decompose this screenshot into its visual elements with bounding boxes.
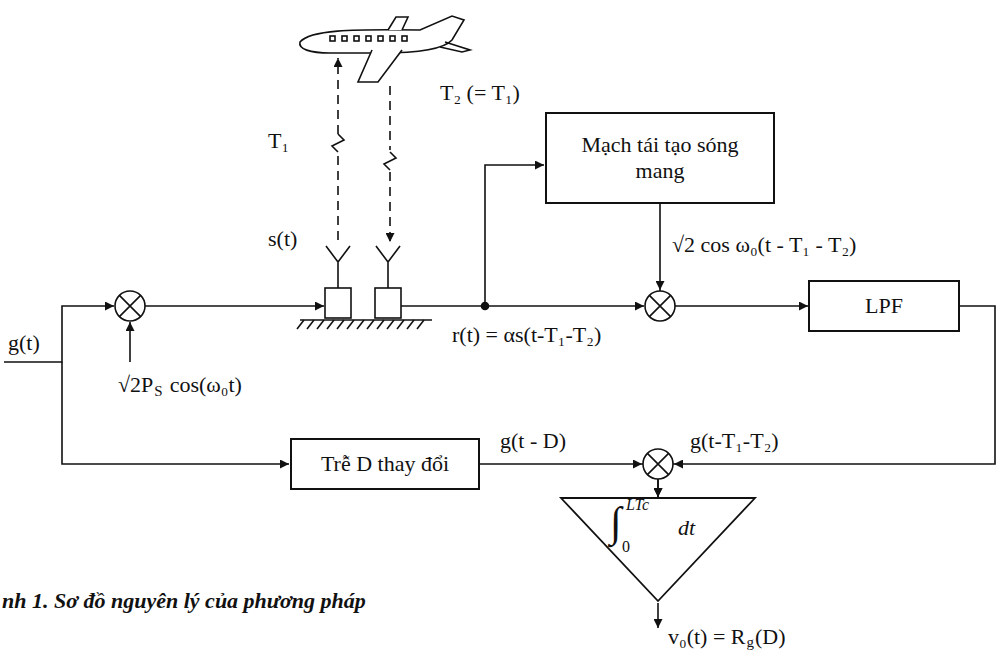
- drawing-path: [358, 50, 402, 82]
- drawing-rect: [402, 36, 407, 41]
- drawing-path: [389, 172, 391, 242]
- signal-connector: [480, 464, 658, 497]
- node-text: 0: [622, 539, 630, 555]
- drawing-path: [119, 295, 140, 316]
- drawing-circle: [482, 303, 489, 310]
- drawing-rect: [390, 36, 395, 41]
- drawing-rect: [342, 36, 347, 41]
- drawing-path: [300, 319, 432, 321]
- drawing-path: [337, 320, 344, 329]
- drawing-path: [327, 320, 334, 329]
- drawing-rect: [375, 288, 401, 318]
- drawing-path: [485, 165, 544, 306]
- drawing-rect: [330, 36, 335, 41]
- drawing-path: [397, 320, 404, 329]
- drawing-path: [674, 463, 700, 465]
- drawing-path: [659, 260, 661, 290]
- signal-label: g(t): [8, 330, 40, 355]
- node-text: dt: [678, 517, 695, 539]
- signal-label: T₂ (= T₁): [440, 80, 520, 105]
- delay-box: Trễ D thay đổi: [290, 438, 480, 490]
- drawing-rect: [366, 36, 371, 41]
- drawing-path: [647, 453, 668, 474]
- drawing-rect: [325, 288, 351, 318]
- drawing-path: [389, 86, 391, 150]
- lowpass-filter-box: LPF: [808, 280, 960, 332]
- drawing-path: [407, 320, 414, 329]
- drawing-path: [649, 295, 670, 316]
- node-text: ∫: [610, 501, 622, 543]
- signal-connector: [658, 306, 995, 497]
- drawing-path: [376, 246, 400, 288]
- drawing-circle: [115, 291, 145, 321]
- signal-label: (D): [755, 624, 786, 649]
- multiplier-symbol: [643, 449, 673, 479]
- multiplier-symbol: [115, 291, 145, 321]
- drawing-path: [62, 362, 289, 464]
- signal-label: v₀(t) = R: [668, 624, 746, 649]
- signal-label: S: [154, 383, 162, 400]
- signal-label: cos(ω₀t): [170, 372, 242, 397]
- drawing-path: [377, 320, 384, 329]
- multiplier-symbol: [645, 291, 675, 321]
- drawing-path: [145, 305, 324, 307]
- drawing-path: [326, 246, 350, 288]
- drawing-path: [657, 603, 659, 628]
- signal-label: g(t-T₁-T₂): [690, 428, 779, 453]
- signal-label: √2P: [118, 372, 153, 397]
- drawing-path: [384, 152, 396, 170]
- node-text: Trễ D thay đổi: [321, 451, 449, 477]
- drawing-path: [317, 320, 324, 329]
- drawing-g: [4, 16, 700, 628]
- signal-label: g: [747, 634, 755, 651]
- airplane-figure: [300, 16, 470, 82]
- node-text: Mạch tái tạo sóng mang: [559, 132, 761, 185]
- drawing-path: [600, 463, 642, 465]
- integrator-shape: [561, 498, 755, 601]
- drawing-g: [297, 320, 424, 329]
- signal-label: T₁: [268, 128, 289, 153]
- signal-label: r(t) = αs(t-T₁-T₂): [452, 322, 601, 347]
- drawing-rect: [354, 36, 359, 41]
- drawing-path: [367, 320, 374, 329]
- drawing-path: [297, 320, 304, 329]
- figure-caption: nh 1. Sơ đồ nguyên lý của phương pháp: [2, 588, 366, 614]
- drawing-path: [337, 58, 339, 134]
- drawing-path: [300, 16, 464, 53]
- drawing-path: [129, 322, 131, 362]
- node-text: LPF: [865, 293, 903, 319]
- signal-label: g(t - D): [500, 428, 566, 453]
- drawing-path: [401, 305, 644, 307]
- integrator-triangle: ∫LTc 0 dt: [560, 497, 756, 602]
- drawing-rect: [378, 36, 383, 41]
- drawing-path: [332, 134, 344, 152]
- drawing-path: [347, 320, 354, 329]
- integrator-outline: [560, 497, 756, 602]
- drawing-circle: [645, 291, 675, 321]
- drawing-circle: [643, 449, 673, 479]
- drawing-path: [357, 320, 364, 329]
- drawing-path: [387, 320, 394, 329]
- drawing-path: [337, 152, 339, 240]
- signal-label: s(t): [268, 226, 297, 251]
- signal-label: √2 cos ω₀(t - T₁ - T₂): [672, 232, 856, 257]
- drawing-path: [388, 17, 408, 30]
- node-text: LTc: [626, 497, 649, 513]
- carrier-recovery-box: Mạch tái tạo sóng mang: [545, 112, 775, 204]
- drawing-path: [4, 306, 114, 362]
- drawing-path: [307, 320, 314, 329]
- drawing-path: [440, 42, 470, 52]
- drawing-path: [417, 320, 424, 329]
